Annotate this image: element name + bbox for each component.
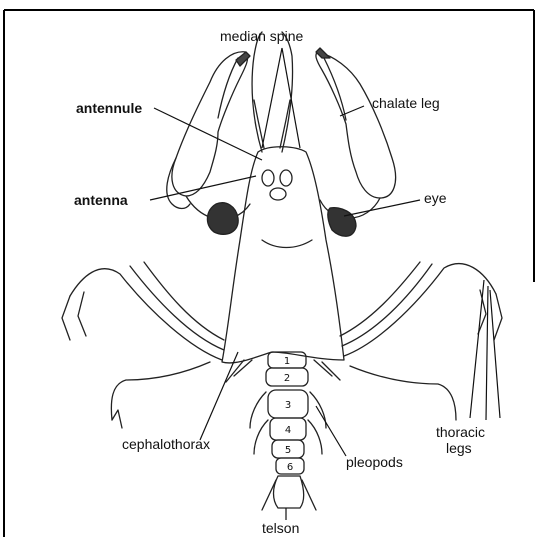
label-eye: eye — [424, 190, 447, 206]
right-eye — [280, 170, 292, 186]
label-antenna: antenna — [74, 192, 128, 208]
left-leg-claws — [62, 292, 86, 340]
label-antennule: antennule — [76, 100, 142, 116]
cephalothorax-leader — [200, 352, 238, 440]
label-chelate-leg: chalate leg — [372, 95, 440, 111]
segment-1: 1 — [284, 356, 290, 367]
right-chela-finger — [324, 58, 346, 120]
label-thoracic: thoracic — [436, 424, 485, 440]
right-leg-3 — [340, 262, 420, 336]
eye-center — [270, 188, 286, 200]
eye-leader — [344, 200, 420, 216]
right-chela-tip — [316, 48, 330, 58]
left-leg-1 — [70, 269, 222, 360]
label-legs: legs — [446, 440, 472, 456]
segment-5: 5 — [285, 445, 291, 456]
right-gill — [328, 208, 356, 237]
antenna-leader — [150, 176, 256, 200]
segment-2: 2 — [284, 373, 290, 384]
label-cephalothorax: cephalothorax — [122, 436, 210, 452]
left-eye — [262, 170, 274, 186]
segment-4: 4 — [285, 425, 291, 436]
right-leg-2 — [342, 264, 432, 346]
label-median-spine: median spine — [220, 28, 303, 44]
segment-6: 6 — [287, 462, 293, 473]
segment-labels: 1 2 3 4 5 6 — [284, 356, 293, 473]
thoracic-legs-leaders — [470, 280, 500, 420]
right-chela — [316, 52, 396, 198]
left-chela-tip — [236, 52, 250, 66]
left-leg-4 — [111, 362, 210, 420]
label-pleopods: pleopods — [346, 454, 403, 470]
telson-shape — [274, 476, 304, 508]
left-leg-2 — [130, 266, 224, 350]
left-gill — [207, 203, 238, 235]
uropods — [262, 480, 316, 510]
left-chela — [172, 52, 248, 196]
cervical-groove — [262, 240, 312, 248]
right-leg-1 — [344, 264, 496, 356]
left-chela-lower — [167, 158, 190, 209]
right-leg-4 — [350, 366, 456, 420]
segment-3: 3 — [285, 400, 291, 411]
median-spine-leader — [262, 48, 282, 148]
left-leg-3 — [144, 262, 224, 340]
antennule-leader — [154, 108, 262, 160]
left-leg-foot — [112, 410, 122, 428]
label-telson: telson — [262, 520, 299, 536]
pleopods-leader — [316, 406, 346, 456]
median-spine-leader-2 — [282, 48, 300, 148]
